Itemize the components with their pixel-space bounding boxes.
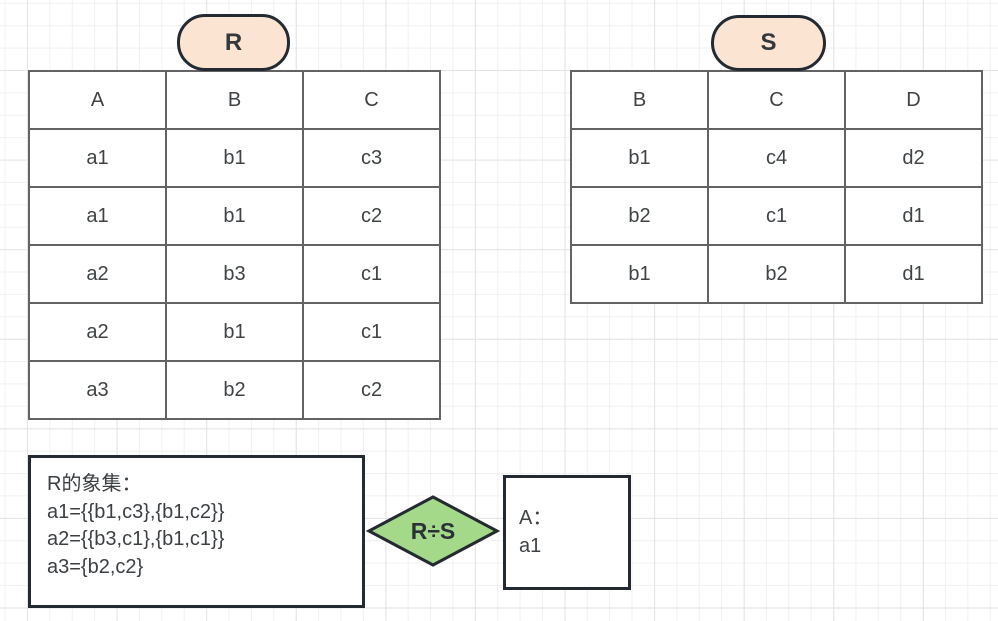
table-row: b1 c4 d2 [570,128,983,188]
table-cell: c3 [302,128,441,188]
note-line: R的象集： [47,473,142,495]
relation-r-table: A B C a1 b1 c3 a1 b1 c2 a2 b3 c1 a2 b1 [28,70,441,420]
relation-s-title: S [760,29,777,56]
column-header: C [707,70,846,130]
table-cell: c1 [302,244,441,304]
table-cell: a1 [28,128,167,188]
column-header: A [28,70,167,130]
column-header: C [302,70,441,130]
relation-s-title-badge: S [711,15,826,71]
note-line: a1={{b1,c3},{b1,c2}} [47,500,225,523]
result-line: A： [519,507,553,529]
table-cell: a1 [28,186,167,246]
table-row: A B C [28,70,441,130]
division-operator-label: R÷S [410,517,456,544]
column-header: B [570,70,709,130]
table-cell: b2 [570,186,709,246]
table-cell: b2 [165,360,304,420]
table-cell: c2 [302,360,441,420]
table-cell: d2 [844,128,983,188]
table-cell: c1 [302,302,441,362]
table-cell: b3 [165,244,304,304]
table-cell: b1 [570,244,709,304]
table-row: a1 b1 c2 [28,186,441,246]
relation-r-title: R [224,28,243,56]
table-row: B C D [570,70,983,130]
table-cell: b1 [165,302,304,362]
image-set-note-box: R的象集： a1={{b1,c3},{b1,c2}} a2={{b3,c1},{… [28,455,365,608]
table-cell: a2 [28,302,167,362]
table-row: a2 b1 c1 [28,302,441,362]
relation-s-table: B C D b1 c4 d2 b2 c1 d1 b1 b2 d1 [570,70,983,304]
table-cell: c2 [302,186,441,246]
result-line: a1 [519,534,542,557]
note-line: a2={{b3,c1},{b1,c1}} [47,528,225,550]
table-cell: b1 [165,186,304,246]
table-row: b2 c1 d1 [570,186,983,246]
table-cell: d1 [844,186,983,246]
relation-r-title-badge: R [177,14,290,71]
division-result-box: A： a1 [503,475,631,590]
table-row: a3 b2 c2 [28,360,441,420]
table-cell: b1 [165,128,304,188]
table-cell: c1 [707,186,846,246]
table-cell: b1 [570,128,709,188]
table-cell: a3 [28,360,167,420]
diamond-shape-icon [366,495,500,567]
division-operator-diamond: R÷S [366,494,500,568]
table-cell: b2 [707,244,846,304]
table-row: a1 b1 c3 [28,128,441,188]
note-line: a3={b2,c2} [47,555,144,578]
table-row: a2 b3 c1 [28,244,441,304]
column-header: D [844,70,983,130]
table-row: b1 b2 d1 [570,244,983,304]
column-header: B [165,70,304,130]
table-cell: d1 [844,244,983,304]
table-cell: a2 [28,244,167,304]
table-cell: c4 [707,128,846,188]
